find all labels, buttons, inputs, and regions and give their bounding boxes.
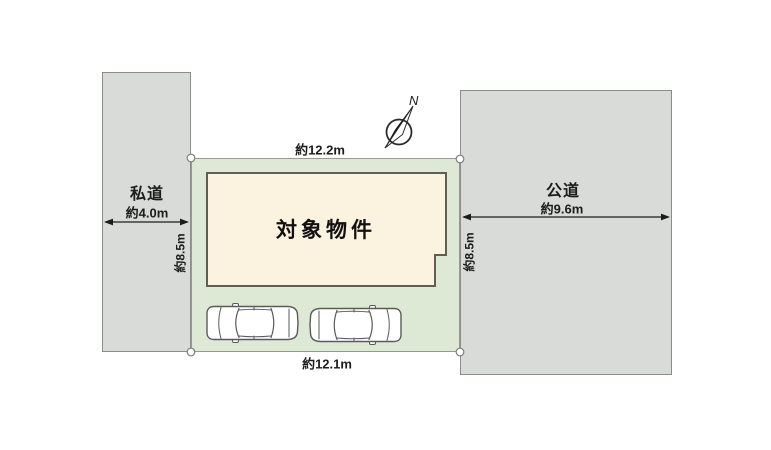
private-road-label: 私道 [129,186,165,203]
building-label: 対象物件 [276,219,376,242]
private-road-area [102,72,191,352]
compass-north-label: N [409,93,419,108]
compass-north-icon: N [384,93,419,149]
public-road-area [460,90,672,375]
private-road-width-label: 約4.0m [125,205,169,221]
right-dimension-label: 約8.5m [462,232,477,272]
public-road-width-label: 約9.6m [540,201,584,217]
property-plot-area [191,158,460,352]
bottom-dimension-label: 約12.1m [302,356,352,372]
top-dimension-label: 約12.2m [295,142,345,158]
public-road-label: 公道 [545,183,581,200]
left-dimension-label: 約8.5m [173,233,188,273]
